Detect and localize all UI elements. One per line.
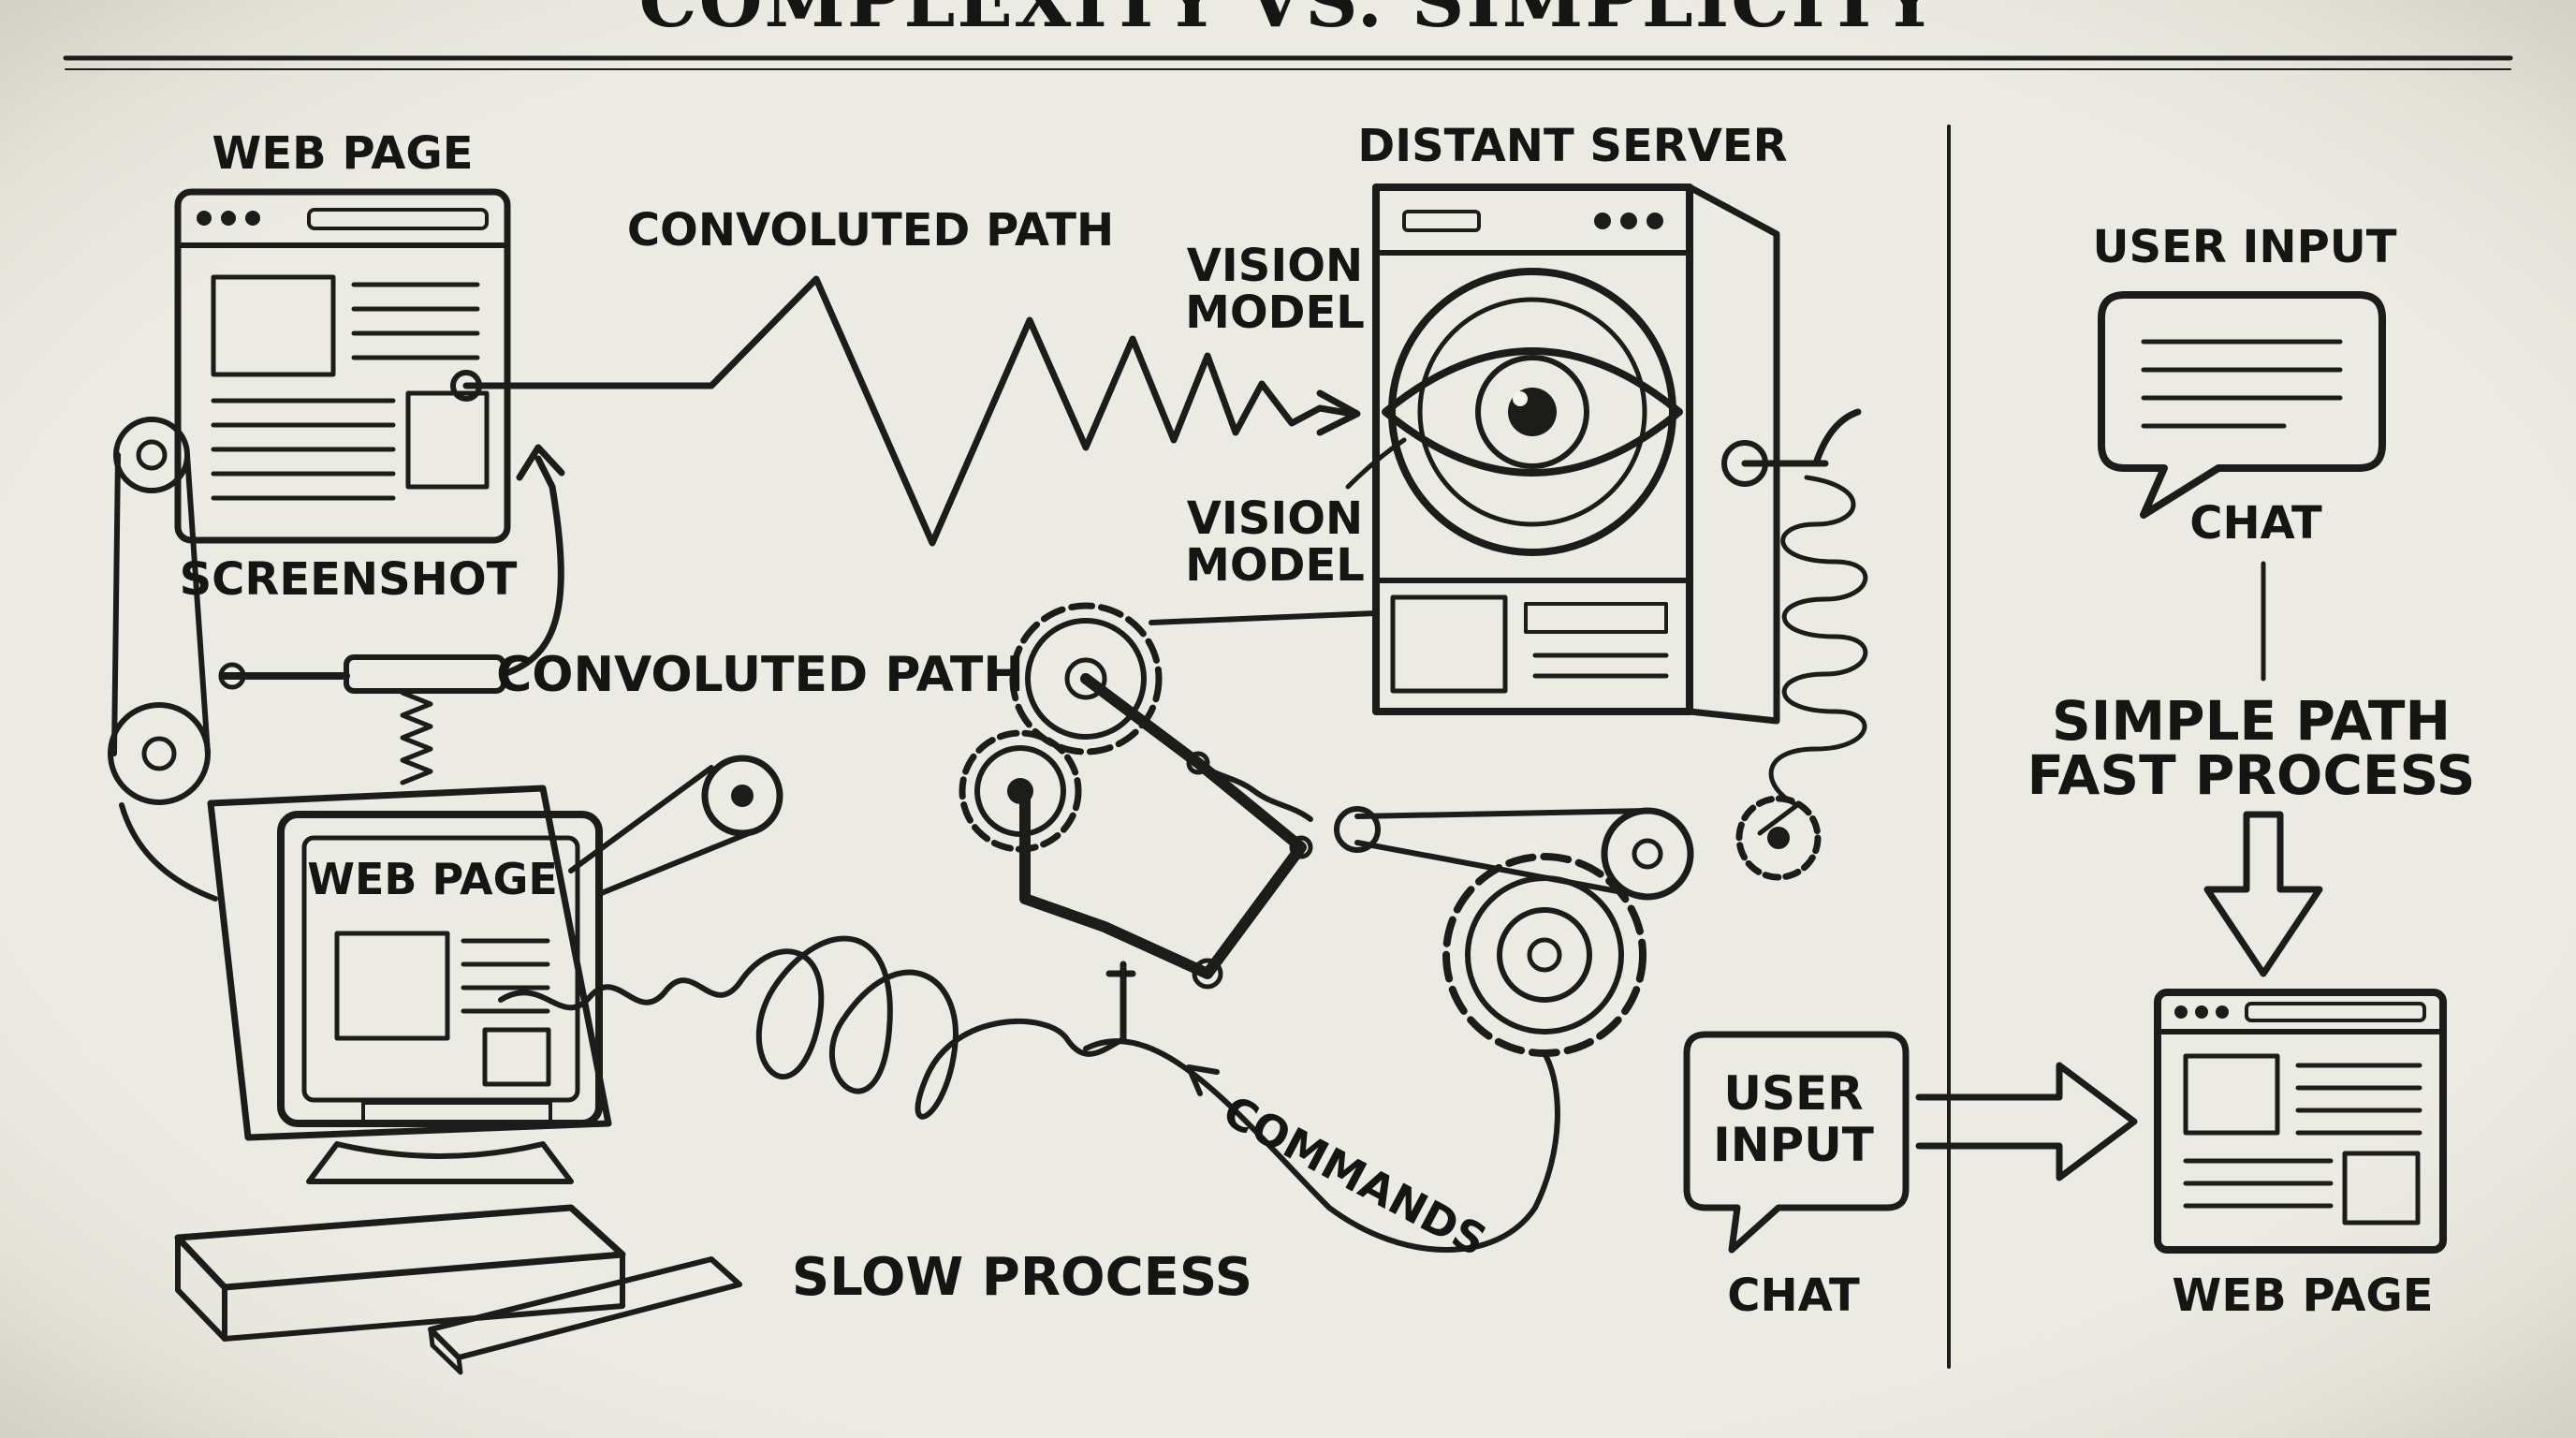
convoluted-path-zigzag [462, 275, 1356, 547]
commands-arrow [1186, 1064, 1220, 1096]
label-user-input-right: USER INPUT [2093, 221, 2397, 273]
path-arrowhead [1316, 389, 1361, 436]
label-vision-model-1a: VISION [1187, 240, 1363, 292]
down-arrow [2203, 811, 2323, 977]
label-web-page-top: WEB PAGE [212, 127, 473, 180]
label-vision-model-1b: MODEL [1185, 286, 1365, 339]
label-screenshot: SCREENSHOT [180, 553, 518, 606]
gear-cluster [959, 602, 1822, 1057]
left-pulley-belt [108, 417, 218, 902]
direct-arrow [1915, 1062, 2138, 1181]
label-slow-process: SLOW PROCESS [792, 1247, 1252, 1308]
label-user-input-left-b: INPUT [1713, 1118, 1874, 1172]
label-web-page-monitor: WEB PAGE [307, 854, 558, 904]
user-input-bubble-left [1683, 1031, 1910, 1254]
server-crank-coil [1721, 408, 1868, 836]
chat-bubble-right [2098, 291, 2386, 519]
label-fast-process: FAST PROCESS [2027, 743, 2476, 807]
label-user-input-left-a: USER [1723, 1066, 1863, 1121]
page-title: COMPLEXITY VS. SIMPLICITY [638, 0, 1937, 44]
distant-server-tower [1372, 183, 1780, 725]
crt-monitor [174, 785, 742, 1375]
commands-cable [1083, 1038, 1560, 1253]
label-chat-left: CHAT [1727, 1269, 1860, 1322]
label-vision-model-2b: MODEL [1185, 539, 1365, 592]
web-page-window-icon [174, 188, 511, 544]
monitor-pulley [568, 755, 783, 897]
label-web-page-right: WEB PAGE [2172, 1269, 2433, 1322]
piston-spring [218, 444, 565, 785]
label-distant-server: DISTANT SERVER [1357, 120, 1787, 172]
path-start-dot [450, 370, 482, 402]
label-simple-path: SIMPLE PATH [2052, 689, 2451, 753]
label-convoluted-path-top: CONVOLUTED PATH [627, 204, 1114, 257]
label-vision-model-2a: VISION [1187, 492, 1363, 545]
label-convoluted-path-mid: CONVOLUTED PATH [496, 647, 1024, 703]
label-chat-right: CHAT [2189, 497, 2322, 550]
loopy-cable [498, 935, 1126, 1120]
web-page-window-right [2154, 989, 2447, 1254]
